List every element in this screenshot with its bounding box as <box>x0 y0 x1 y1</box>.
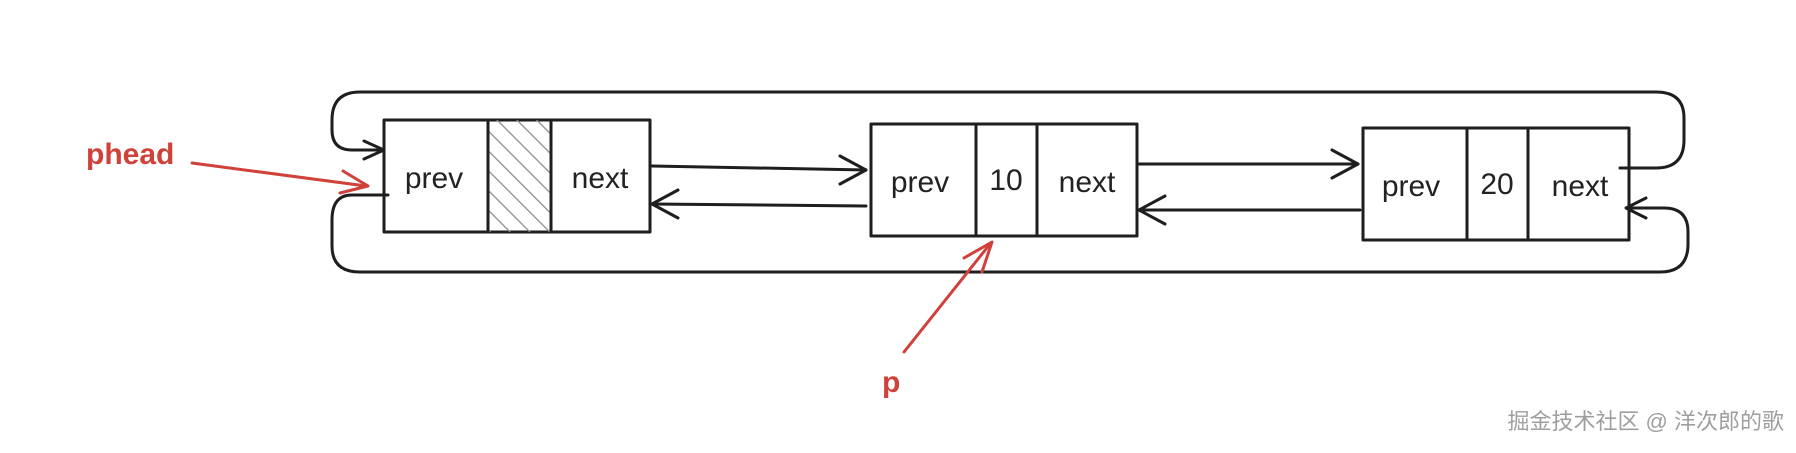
node-box <box>869 122 1139 238</box>
hatched-value-cell <box>488 120 551 232</box>
p-arrow <box>902 242 992 354</box>
watermark-text: 掘金技术社区 @ 洋次郎的歌 <box>1507 409 1784 434</box>
prev-label: prev <box>405 162 463 195</box>
prev-label: prev <box>1382 170 1440 203</box>
prev-arrow <box>650 202 868 208</box>
circular-link-bottom-loop <box>330 193 1690 274</box>
link-10-to-20 <box>1137 148 1362 226</box>
next-arrow <box>650 164 868 172</box>
node-box <box>1361 126 1631 242</box>
p-label: p <box>882 366 900 399</box>
list-node-head: prev next <box>382 118 652 234</box>
arrowhead <box>650 188 680 220</box>
arrowhead <box>838 154 868 186</box>
list-node-20: prev 20 next <box>1361 126 1631 242</box>
loop-arrowhead-into-tail <box>1624 196 1648 220</box>
next-label: next <box>1552 170 1609 203</box>
arrowhead <box>1137 194 1167 226</box>
p-arrowhead <box>962 240 994 274</box>
circular-link-top-loop <box>330 90 1686 170</box>
list-node-10: prev 10 next <box>869 122 1139 238</box>
pointer-p: p <box>882 240 994 399</box>
phead-arrowhead <box>338 169 370 195</box>
arrowhead <box>1330 148 1360 180</box>
value-label: 20 <box>1480 168 1513 201</box>
phead-arrow <box>190 161 368 188</box>
value-label: 10 <box>989 164 1022 197</box>
next-label: next <box>572 162 629 195</box>
link-head-to-10 <box>650 154 868 220</box>
next-label: next <box>1059 166 1116 199</box>
pointer-phead: phead <box>86 138 370 195</box>
prev-label: prev <box>891 166 949 199</box>
phead-label: phead <box>86 138 174 171</box>
